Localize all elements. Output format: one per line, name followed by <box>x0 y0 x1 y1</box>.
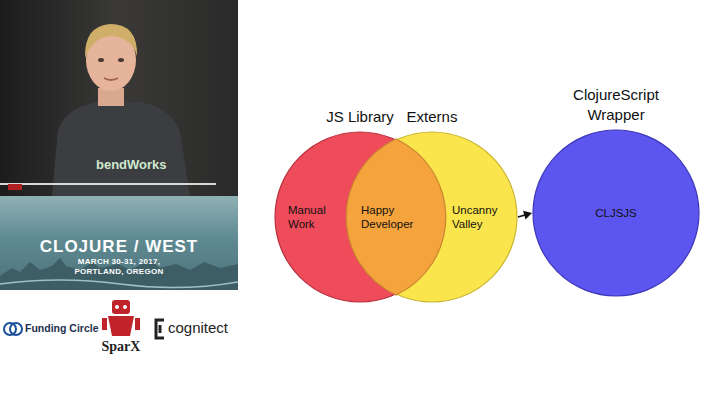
text-holder: Uncanny Valley <box>452 203 512 232</box>
cognitect-icon <box>156 320 164 338</box>
circle-heading: Externs <box>377 107 487 127</box>
sponsor-name: Funding Circle <box>25 322 105 335</box>
text-holder: Manual Work <box>288 203 346 232</box>
speaker-hair <box>85 24 137 58</box>
sparx-robot-arm <box>102 318 107 330</box>
clicker <box>8 184 22 190</box>
speaker-mouth <box>104 78 118 80</box>
sponsor-name: SparX <box>96 338 146 356</box>
label-holder: bendWorks <box>96 157 176 173</box>
label-holder: Funding Circle <box>25 322 105 335</box>
arrow-connector <box>518 211 532 220</box>
circle-heading: ClojureScript Wrapper <box>554 85 679 124</box>
funding-circle-icon <box>10 323 22 335</box>
circle-heading: JS Library <box>300 107 420 127</box>
sparx-robot-eye <box>123 305 127 309</box>
city-skyline <box>0 258 238 290</box>
text-holder: ClojureScript Wrapper <box>554 85 679 124</box>
speaker-shirt <box>52 102 190 196</box>
sparx-robot-arm <box>135 318 140 330</box>
circle-label: Uncanny Valley <box>452 203 512 232</box>
circle-label: CLJSJS <box>542 206 690 220</box>
venn-circle-shape <box>275 132 445 302</box>
conference-date: MARCH 30-31, 2017, PORTLAND, OREGON <box>64 257 174 277</box>
conference-banner <box>0 196 238 290</box>
sponsor-panel <box>0 290 238 404</box>
wrapper-circle-shape <box>533 130 699 296</box>
text-holder: Externs <box>377 107 487 127</box>
text-holder: Happy Developer <box>361 203 435 232</box>
text-holder: JS Library <box>300 107 420 127</box>
sparx-robot-eye <box>115 305 119 309</box>
sponsor-name: cognitect <box>168 319 236 338</box>
shirt-logo: bendWorks <box>96 157 176 173</box>
desk-edge <box>0 183 216 185</box>
venn-overlap-outline <box>346 139 446 295</box>
venn-circle-shape <box>347 132 517 302</box>
circle-label: Manual Work <box>288 203 346 232</box>
venn-overlap: Happy Developer <box>346 139 446 295</box>
label-holder: MARCH 30-31, 2017, PORTLAND, OREGON <box>64 257 174 277</box>
sparx-robot-head <box>112 300 130 314</box>
wrapper-circle: ClojureScript WrapperCLJSJS <box>532 129 700 297</box>
river-bridge <box>0 280 238 288</box>
arrow-head <box>523 211 532 220</box>
speaker-eye <box>118 58 124 62</box>
venn-overlap-shape <box>346 139 446 295</box>
circle-label: Happy Developer <box>361 203 435 232</box>
speaker-eye <box>98 58 104 62</box>
label-holder: cognitect <box>168 319 236 338</box>
sparx-robot-body <box>108 316 134 336</box>
video-background <box>0 0 238 196</box>
text-holder: CLJSJS <box>542 206 690 220</box>
label-holder: SparX <box>96 338 146 356</box>
label-holder: CLOJURE / WEST <box>4 236 234 257</box>
conference-title: CLOJURE / WEST <box>4 236 234 257</box>
